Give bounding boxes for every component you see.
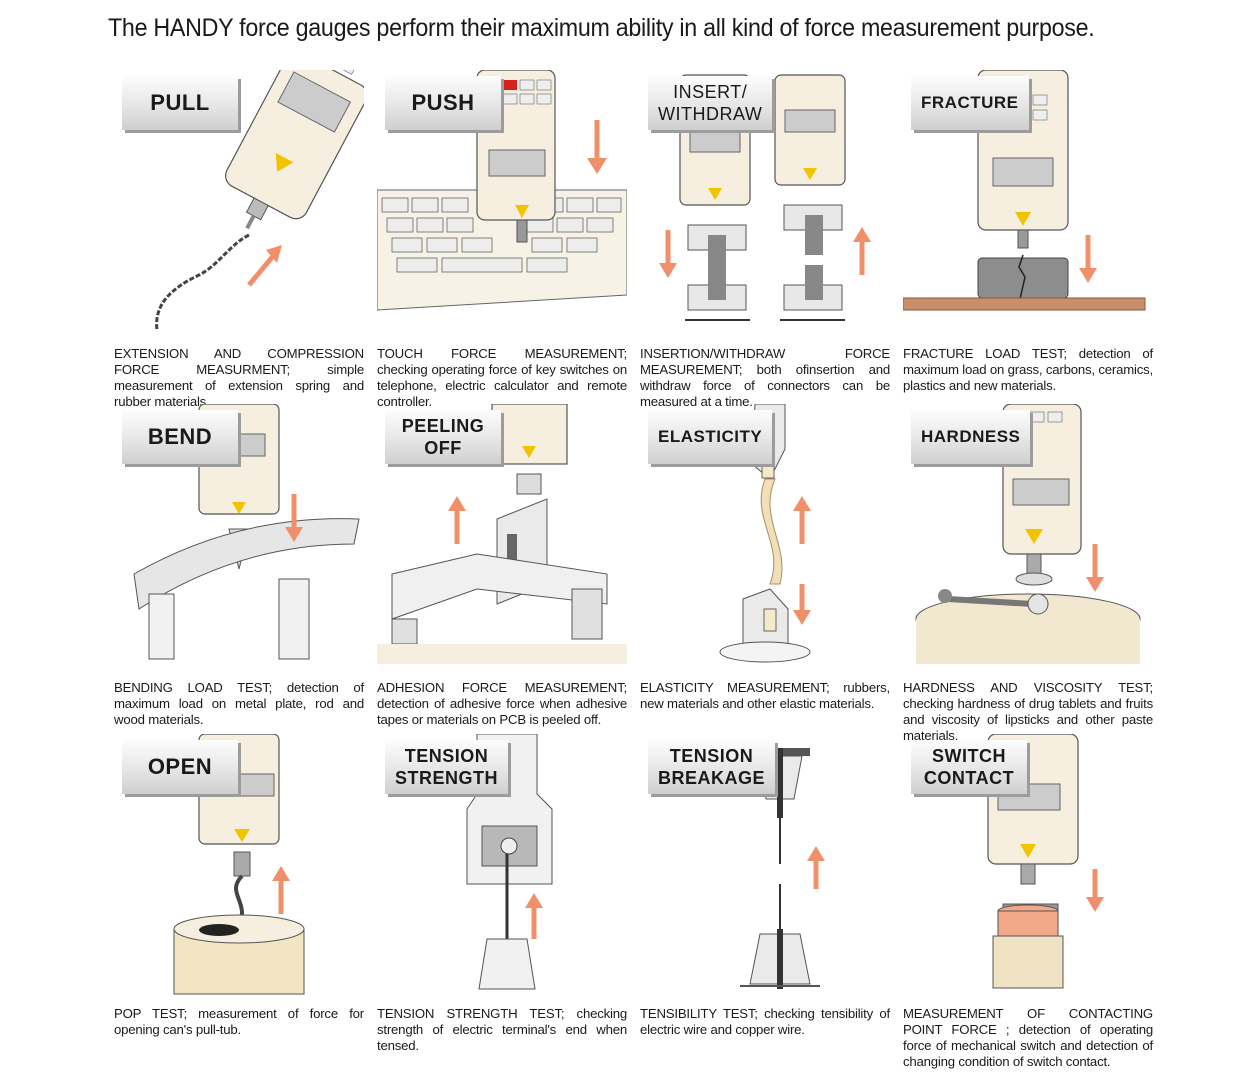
cell-description: FRACTURE LOAD TEST; detection of maximum… <box>903 346 1153 393</box>
label-tag: SWITCH CONTACT <box>911 740 1027 794</box>
switch-contact-illustration: SWITCH CONTACT <box>903 734 1153 999</box>
label-tag: INSERT/ WITHDRAW <box>648 76 773 130</box>
label-tag: OPEN <box>122 740 238 794</box>
label-tag: PUSH <box>385 76 501 130</box>
label-tag: TENSION BREAKAGE <box>648 740 776 794</box>
cell-description: POP TEST; measurement of force for openi… <box>114 1006 364 1037</box>
cell-description: TENSIBILITY TEST; checking tensibility o… <box>640 1006 890 1037</box>
cell-description: HARDNESS AND VISCOSITY TEST; checking ha… <box>903 680 1153 743</box>
label-tag: HARDNESS <box>911 410 1031 464</box>
page-headline: The HANDY force gauges perform their max… <box>108 14 1095 42</box>
label-tag: BEND <box>122 410 238 464</box>
hardness-illustration: HARDNESS <box>903 404 1153 669</box>
cell-description: MEASUREMENT OF CONTACTING POINT FORCE ; … <box>903 1006 1153 1069</box>
tension-strength-illustration: TENSION STRENGTH <box>377 734 627 999</box>
label-tag: PULL <box>122 76 238 130</box>
cell-description: TOUCH FORCE MEASUREMENT; checking operat… <box>377 346 627 409</box>
insert-withdraw-illustration: INSERT/ WITHDRAW <box>640 70 890 335</box>
label-tag: TENSION STRENGTH <box>385 740 508 794</box>
cell-description: INSERTION/WITHDRAW FORCE MEASUREMENT; bo… <box>640 346 890 409</box>
cell-description: TENSION STRENGTH TEST; checking strength… <box>377 1006 627 1053</box>
pull-illustration: PULL <box>114 70 364 335</box>
cell-description: ELASTICITY MEASUREMENT; rubbers, new mat… <box>640 680 890 711</box>
elasticity-illustration: ELASTICITY <box>640 404 890 669</box>
cell-description: ADHESION FORCE MEASUREMENT; detection of… <box>377 680 627 727</box>
push-illustration: PUSH <box>377 70 627 335</box>
tension-breakage-illustration: TENSION BREAKAGE <box>640 734 890 999</box>
label-tag: FRACTURE <box>911 76 1029 130</box>
open-illustration: OPEN <box>114 734 364 999</box>
cell-description: EXTENSION AND COMPRESSION FORCE MEASURME… <box>114 346 364 409</box>
cell-description: BENDING LOAD TEST; detection of maximum … <box>114 680 364 727</box>
label-tag: ELASTICITY <box>648 410 773 464</box>
fracture-illustration: FRACTURE <box>903 70 1153 335</box>
label-tag: PEELING OFF <box>385 410 501 464</box>
bend-illustration: BEND <box>114 404 364 669</box>
peeling-off-illustration: PEELING OFF <box>377 404 627 669</box>
